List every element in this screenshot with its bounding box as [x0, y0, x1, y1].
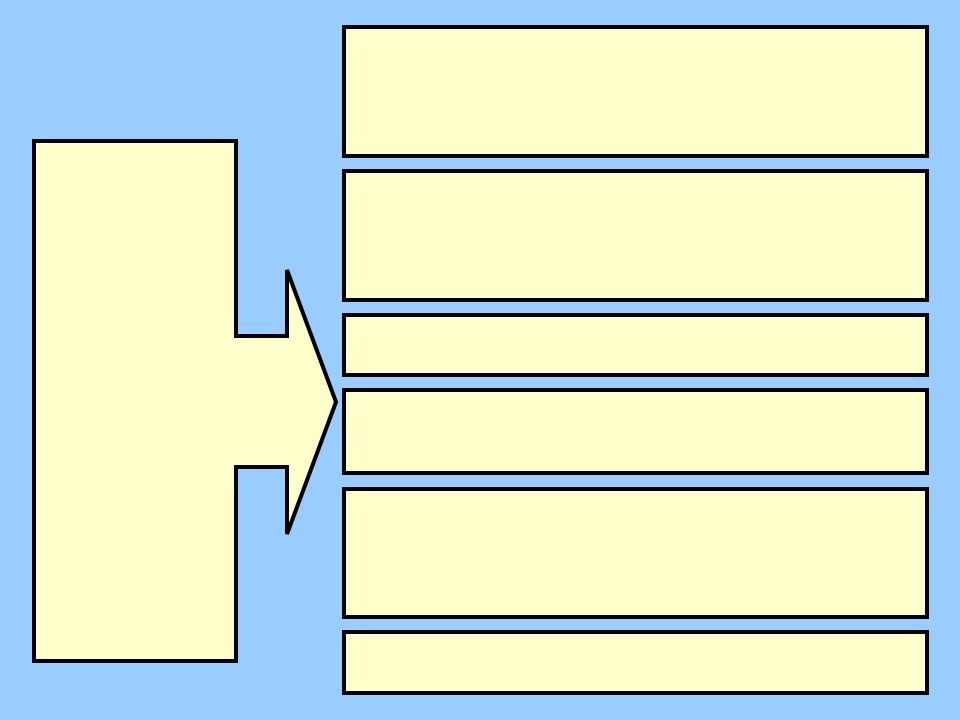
target-box-2 [342, 169, 929, 302]
target-box-4 [342, 388, 929, 475]
source-arrow-shape [32, 139, 339, 663]
target-box-5 [342, 487, 929, 619]
target-box-3 [342, 313, 929, 377]
target-box-1 [342, 25, 929, 158]
target-box-6 [342, 630, 929, 695]
